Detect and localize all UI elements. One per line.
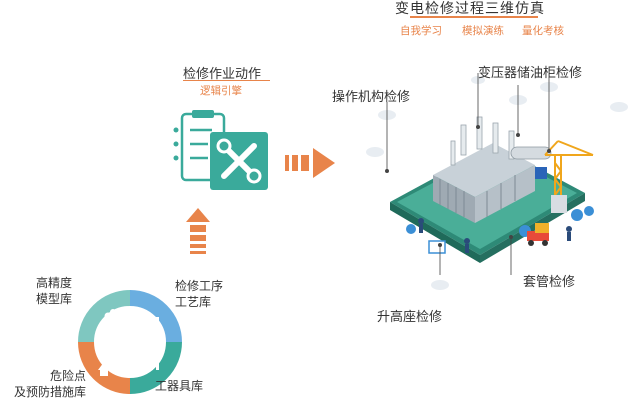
hazard-library-line2: 及预防措施库 — [13, 385, 86, 399]
label-model-library: 高精度 模型库 — [36, 275, 72, 307]
subtitle-assessment: 量化考核 — [522, 25, 564, 37]
substation-3d-scene — [366, 73, 628, 290]
right-arrow-icon — [285, 148, 335, 178]
model-library-line1: 高精度 — [36, 276, 73, 290]
label-mechanism-maintenance: 操作机构检修 — [332, 90, 411, 105]
hazard-library-line1: 危险点 — [49, 369, 86, 383]
library-cycle-ring — [78, 290, 182, 394]
label-process-library: 检修工序 工艺库 — [175, 278, 223, 310]
workflow-divider — [183, 80, 270, 81]
workflow-subtitle: 逻辑引擎 — [200, 85, 242, 97]
label-bushing-maintenance: 套管检修 — [523, 275, 576, 290]
model-library-line2: 模型库 — [36, 292, 73, 306]
label-tools-library: 工器具库 — [155, 379, 204, 393]
up-arrow-icon — [186, 208, 210, 254]
clipboard-tools-icon — [173, 110, 268, 190]
title-underline — [410, 16, 538, 18]
label-turret-maintenance: 升高座检修 — [377, 310, 443, 325]
process-library-line1: 检修工序 — [175, 279, 224, 293]
label-conservator-maintenance: 变压器储油柜检修 — [478, 66, 583, 81]
process-library-line2: 工艺库 — [175, 295, 212, 309]
page-title: 变电检修过程三维仿真 — [395, 1, 545, 17]
subtitle-self-learning: 自我学习 — [400, 25, 442, 37]
label-hazard-library: 危险点 及预防措施库 — [0, 368, 86, 400]
subtitle-simulation: 模拟演练 — [462, 25, 504, 37]
workflow-title: 检修作业动作 — [183, 67, 262, 82]
